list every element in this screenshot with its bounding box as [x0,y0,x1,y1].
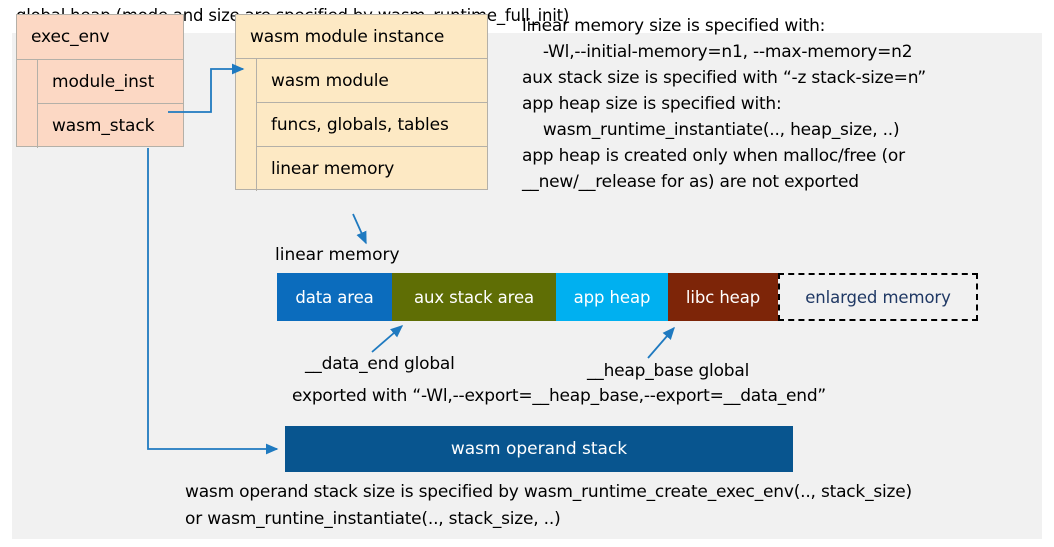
exec-env-header-label: exec_env [31,27,110,47]
linear-memory-notes: linear memory size is specified with: -W… [522,16,926,192]
exec-env-field-module-inst-label: module_inst [52,71,155,92]
module-instance-field-linear-memory-label: linear memory [271,159,395,179]
exec-env-field-wasm-stack-label: wasm_stack [52,116,155,136]
module-instance-field-funcs-globals-tables-label: funcs, globals, tables [271,114,449,135]
annotation-exported-with: exported with “-Wl,--export=__heap_base,… [292,386,827,406]
module-instance-field-funcs-globals-tables: funcs, globals, tables [256,103,487,147]
module-instance-field-linear-memory: linear memory [256,147,487,191]
memory-segment-aux-stack-area: aux stack area [392,273,556,321]
linear-memory-caption: linear memory [275,245,400,265]
memory-segment-enlarged-memory: enlarged memory [778,273,978,321]
wasm-module-instance-box: wasm module instance wasm module funcs, … [235,14,488,191]
module-instance-field-wasm-module: wasm module [256,59,487,103]
exec-env-header-row: exec_env [17,15,183,60]
exec-env-field-wasm-stack: wasm_stack [37,104,183,148]
annotation-heap-base-global: __heap_base global [587,361,750,381]
module-instance-header-label: wasm module instance [250,26,445,47]
exec-env-box: exec_env module_inst wasm_stack [16,14,184,148]
annotation-data-end-global: __data_end global [305,354,455,374]
wasm-operand-stack-label: wasm operand stack [450,439,628,459]
module-instance-field-wasm-module-label: wasm module [271,70,389,91]
wasm-operand-stack-bar: wasm operand stack [285,426,793,472]
module-instance-header-row: wasm module instance [236,15,487,59]
memory-segment-data-area: data area [277,273,392,321]
exec-env-field-module-inst: module_inst [37,60,183,104]
operand-stack-notes: wasm operand stack size is specified by … [185,482,912,529]
memory-segment-libc-heap: libc heap [668,273,778,321]
linear-memory-bar: data area aux stack area app heap libc h… [277,273,978,321]
memory-segment-app-heap: app heap [556,273,668,321]
